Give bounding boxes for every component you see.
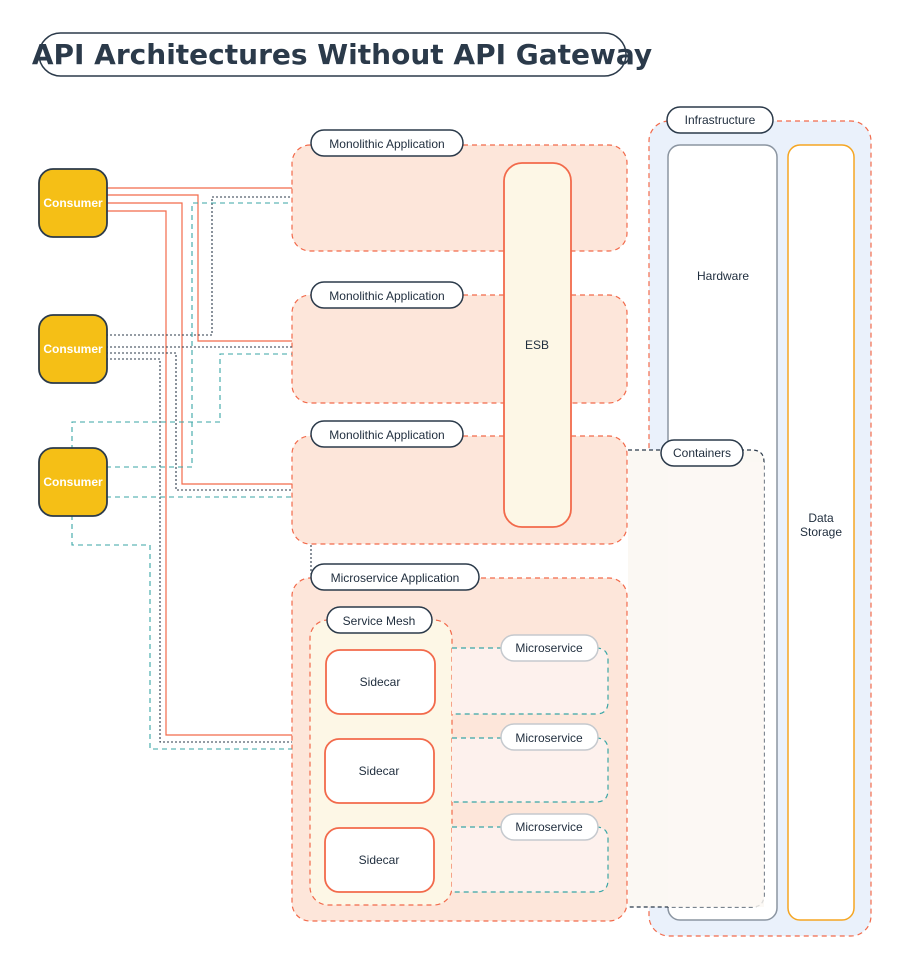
hardware-label: Hardware <box>697 269 749 283</box>
microservice-3-pill: Microservice <box>500 813 599 841</box>
monolith-3 <box>291 435 628 545</box>
data-storage-label-line1: Data <box>808 511 834 525</box>
monolith-1-pill: Monolithic Application <box>310 129 464 157</box>
microservice-2-label: Microservice <box>515 731 583 745</box>
microservice-app-label: Microservice Application <box>331 571 460 585</box>
consumer-3[interactable]: Consumer <box>38 447 108 517</box>
containers-region <box>628 449 765 908</box>
microservice-3-label: Microservice <box>515 820 583 834</box>
monolith-2 <box>291 294 628 404</box>
monolith-1-label: Monolithic Application <box>329 137 444 151</box>
monolith-1 <box>291 144 628 252</box>
data-storage-box <box>787 144 855 921</box>
microservice-app-pill: Microservice Application <box>310 563 480 591</box>
monolith-2-pill: Monolithic Application <box>310 281 464 309</box>
monolith-2-label: Monolithic Application <box>329 289 444 303</box>
sidecar-3-label: Sidecar <box>359 853 400 867</box>
consumer-2[interactable]: Consumer <box>38 314 108 384</box>
sidecar-1 <box>325 649 436 715</box>
monolith-3-label: Monolithic Application <box>329 428 444 442</box>
monolith-3-pill: Monolithic Application <box>310 420 464 448</box>
consumer-3-label: Consumer <box>43 475 103 489</box>
infrastructure-pill: Infrastructure <box>666 106 774 134</box>
containers-pill: Containers <box>660 439 744 467</box>
teal-connectors <box>71 202 292 750</box>
microservice-2-pill: Microservice <box>500 723 599 751</box>
microservice-1-pill: Microservice <box>500 634 599 662</box>
esb: ESB <box>503 162 572 528</box>
consumer-1-label: Consumer <box>43 196 103 210</box>
service-mesh-label: Service Mesh <box>343 614 416 628</box>
sidecar-2-label: Sidecar <box>359 764 400 778</box>
consumer-1[interactable]: Consumer <box>38 168 108 238</box>
orange-connectors <box>106 187 292 736</box>
sidecar-1-label: Sidecar <box>360 675 401 689</box>
containers-label: Containers <box>673 446 731 460</box>
dark-connectors <box>106 196 312 743</box>
sidecar-2 <box>324 738 435 804</box>
title-pill: API Architectures Without API Gateway <box>32 32 652 77</box>
esb-label: ESB <box>525 338 549 352</box>
data-storage-label-line2: Storage <box>800 525 842 539</box>
infrastructure-label: Infrastructure <box>685 113 756 127</box>
service-mesh-pill: Service Mesh <box>326 606 433 634</box>
sidecar-3 <box>324 827 435 893</box>
consumer-2-label: Consumer <box>43 342 103 356</box>
page-title: API Architectures Without API Gateway <box>32 38 652 71</box>
microservice-1-label: Microservice <box>515 641 583 655</box>
